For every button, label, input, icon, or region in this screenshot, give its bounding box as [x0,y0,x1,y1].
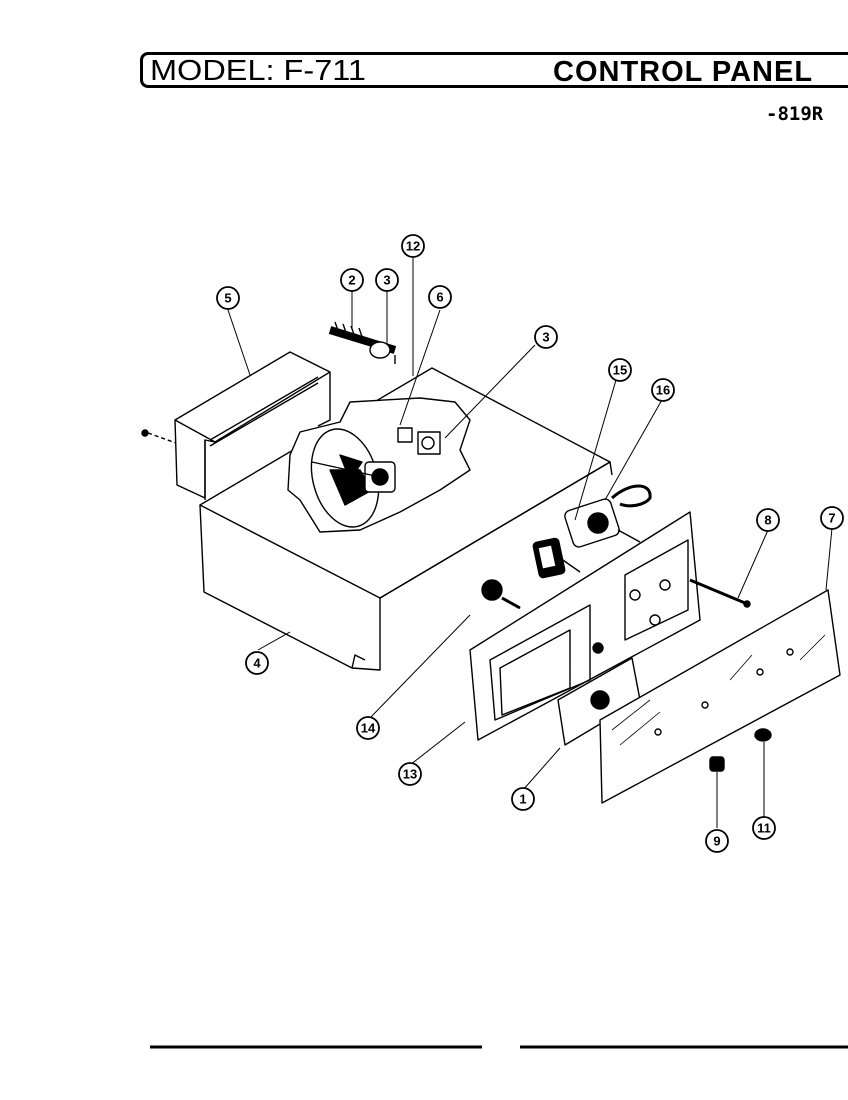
callout-5: 5 [224,291,231,306]
callout-11: 11 [757,821,771,836]
part-code: -819R [766,103,824,125]
glass-panel [599,589,841,804]
timer [532,537,581,579]
header-frame [140,52,848,88]
callout-8: 8 [764,513,771,528]
fan-assembly [287,397,471,533]
callout-14: 14 [361,721,376,736]
switch-spring [328,321,397,364]
callout-3-upper: 3 [383,273,390,288]
callout-4: 4 [253,656,261,671]
callout-13: 13 [403,767,417,782]
plate [557,657,641,746]
callout-2: 2 [348,273,355,288]
screw [689,578,751,608]
motor [564,484,652,548]
knob-9 [709,756,725,772]
control-panel-frame [469,511,701,741]
callout-7: 7 [828,511,835,526]
bracket [141,351,331,500]
callout-9: 9 [713,834,720,849]
callout-15: 15 [613,363,627,378]
knob-11 [754,728,772,742]
callout-6: 6 [436,290,443,305]
model-title: MODEL: F-711 [150,55,367,87]
leader-lines [227,258,833,828]
knob-14 [481,579,521,610]
callout-1: 1 [519,792,526,807]
section-title: CONTROL PANEL [553,56,814,88]
callout-12: 12 [406,239,420,254]
callout-3-lower: 3 [542,330,549,345]
callout-16: 16 [656,383,670,398]
